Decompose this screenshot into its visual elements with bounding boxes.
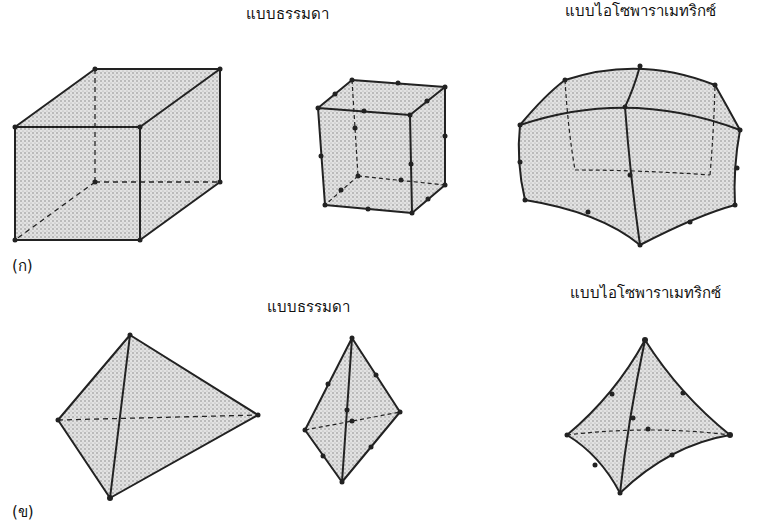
linear-brick: [13, 67, 223, 243]
quadratic-brick: [316, 78, 448, 216]
quadratic-tetrahedron: [303, 336, 403, 485]
isoparametric-brick: [518, 64, 743, 248]
label-holder: (ข): [12, 502, 34, 523]
view-label: แบบธรรมดา: [246, 5, 329, 25]
view-label: แบบไอโซพาราเมทริกซ์: [565, 2, 716, 22]
label-holder: (ก): [12, 256, 33, 277]
view-label: แบบไอโซพาราเมทริกซ์: [570, 284, 721, 304]
part-label: (ก): [12, 257, 33, 277]
label-holder: แบบธรรมดา: [246, 4, 329, 25]
label-holder: แบบไอโซพาราเมทริกซ์: [570, 283, 721, 304]
label-holder: แบบไอโซพาราเมทริกซ์: [565, 1, 716, 22]
label-holder: แบบธรรมดา: [267, 297, 350, 318]
part-label: (ข): [12, 503, 34, 523]
linear-tetrahedron: [56, 333, 261, 502]
isoparametric-tetrahedron: [565, 337, 734, 496]
view-label: แบบธรรมดา: [267, 298, 350, 318]
